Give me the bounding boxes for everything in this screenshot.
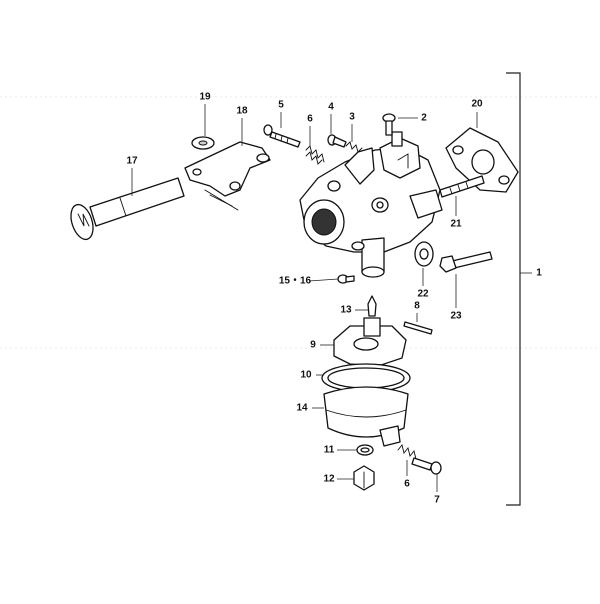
spring-part-6-lower bbox=[397, 444, 417, 460]
stud-bolt-part-21 bbox=[439, 175, 485, 198]
spring-part-3 bbox=[345, 141, 363, 153]
callout-6-upper: 6 bbox=[307, 114, 313, 125]
callout-1: 1 bbox=[536, 268, 542, 279]
callout-6-lower: 6 bbox=[404, 479, 410, 490]
callout-14: 14 bbox=[296, 403, 308, 414]
pilot-screw-part-5 bbox=[263, 124, 301, 148]
callout-11: 11 bbox=[324, 445, 335, 456]
float-pin-part-8 bbox=[403, 321, 433, 335]
callout-15-16: 15・16 bbox=[279, 276, 312, 287]
callout-18: 18 bbox=[236, 106, 248, 117]
assembly-bracket bbox=[506, 72, 532, 506]
float-part-9 bbox=[333, 317, 407, 367]
choke-shaft-part-17 bbox=[70, 177, 185, 241]
callout-21: 21 bbox=[450, 219, 462, 230]
callout-5: 5 bbox=[278, 100, 284, 111]
bolt-part-23 bbox=[439, 251, 493, 273]
callout-19: 19 bbox=[199, 92, 211, 103]
callout-8: 8 bbox=[414, 301, 420, 312]
screw-part-2 bbox=[382, 113, 396, 136]
float-bowl-part-14 bbox=[323, 386, 409, 447]
washer-part-11 bbox=[356, 444, 374, 456]
callout-2: 2 bbox=[421, 113, 427, 124]
needle-valve-part-13 bbox=[367, 295, 377, 317]
drain-bolt-part-12 bbox=[353, 465, 375, 491]
callout-9: 9 bbox=[310, 340, 316, 351]
callout-12: 12 bbox=[323, 474, 335, 485]
callout-22: 22 bbox=[417, 289, 429, 300]
callout-4: 4 bbox=[328, 102, 334, 113]
throttle-screw-part-7 bbox=[411, 457, 442, 475]
spring-part-6-upper bbox=[305, 145, 325, 165]
washer-part-19 bbox=[191, 136, 215, 150]
callout-13: 13 bbox=[340, 305, 352, 316]
callout-20: 20 bbox=[471, 99, 483, 110]
callout-17: 17 bbox=[126, 156, 138, 167]
leader-lines bbox=[131, 104, 478, 492]
callout-7: 7 bbox=[434, 495, 440, 506]
screw-part-4 bbox=[327, 134, 347, 148]
callout-23: 23 bbox=[450, 311, 462, 322]
gasket-part-20 bbox=[445, 127, 519, 193]
callout-3: 3 bbox=[349, 112, 355, 123]
bowl-gasket-part-10 bbox=[321, 363, 411, 393]
spacer-part-22 bbox=[414, 241, 434, 267]
choke-lever-part-18 bbox=[184, 141, 271, 211]
callout-10: 10 bbox=[300, 370, 312, 381]
callout-labels: 19 18 17 5 6 4 3 2 20 21 1 15・16 22 23 8… bbox=[126, 92, 542, 506]
carburetor-body bbox=[299, 131, 443, 278]
drain-screw-part-15-16 bbox=[337, 274, 355, 284]
